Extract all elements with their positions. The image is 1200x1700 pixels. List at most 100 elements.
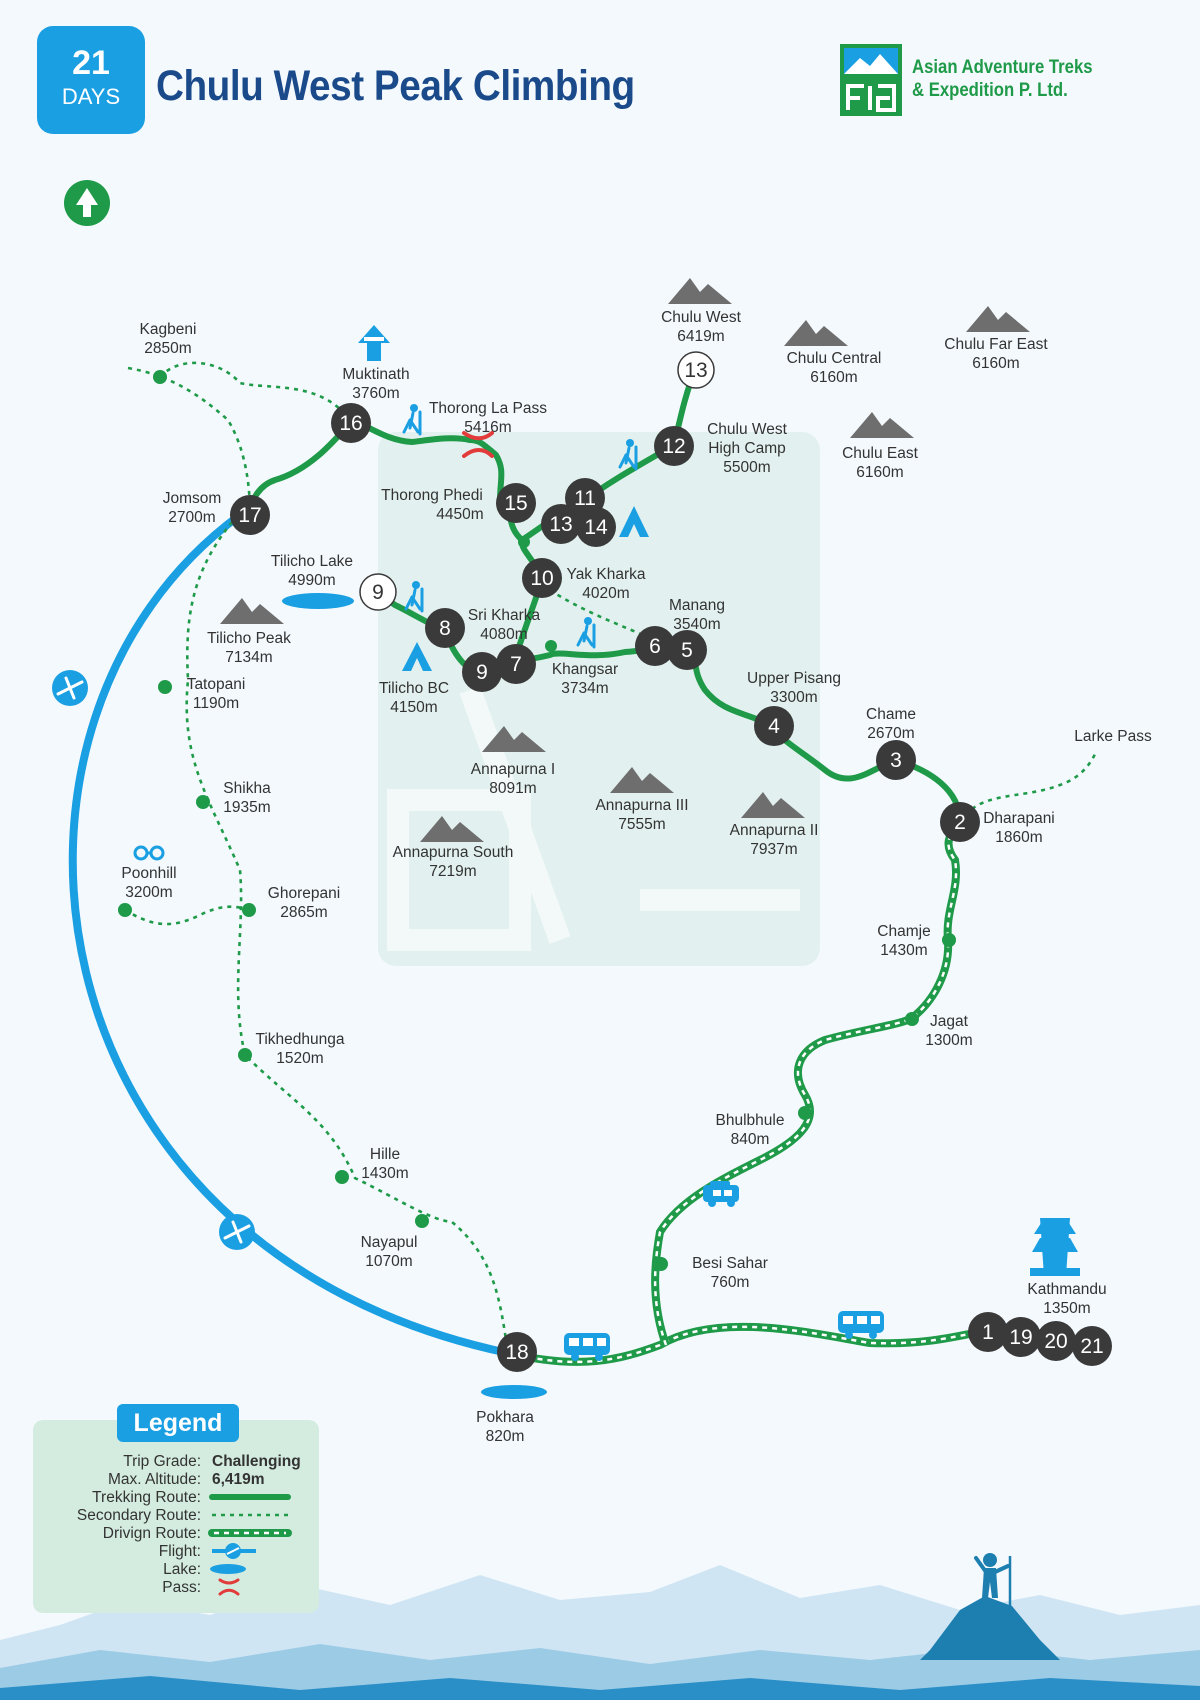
driving-route-besisahar [651, 819, 964, 1347]
tent-icon-tilicho-bc [402, 642, 432, 671]
hiker-icon-khangsar [576, 617, 596, 649]
svg-text:19: 19 [1009, 1326, 1032, 1349]
stop-marker-20: 20 [1036, 1321, 1076, 1361]
legend-secondary-route-label: Secondary Route: [77, 1507, 201, 1524]
days-number: 21 [72, 44, 110, 82]
legend-max-altitude-label: Max. Altitude: [108, 1471, 201, 1488]
legend-items: Trip Grade: Challenging Max. Altitude: 6… [77, 1453, 301, 1596]
legend-pass-label: Pass: [162, 1579, 201, 1596]
company-logo [840, 44, 902, 116]
mountain-icon-tilicho-peak [220, 598, 284, 624]
climber-figure-icon [974, 1553, 1012, 1606]
temple-icon-kathmandu [1030, 1218, 1080, 1276]
summit-rock [920, 1596, 1060, 1660]
hiker-icon-tilicho [404, 581, 424, 613]
stop-marker-7: 7 [496, 644, 536, 684]
svg-text:21: 21 [1080, 1335, 1103, 1358]
watermark-logo [378, 432, 820, 966]
secondary-route-kagbeni-jomsom [127, 366, 252, 516]
stop-marker-3: 3 [876, 740, 916, 780]
stop-marker-18: 18 [497, 1332, 537, 1372]
svg-text:10: 10 [530, 567, 553, 590]
legend-trip-grade-value: Challenging [212, 1453, 301, 1470]
svg-text:11: 11 [574, 487, 596, 510]
svg-text:18: 18 [505, 1341, 528, 1364]
stop-marker-15: 15 [496, 483, 536, 523]
stop-marker-16: 16 [331, 403, 371, 443]
waypoint-nayapul [415, 1214, 429, 1228]
binoculars-icon-poonhill [133, 845, 165, 861]
stop-marker-4: 4 [754, 706, 794, 746]
mountain-icon-chulu-far-east [966, 306, 1030, 332]
svg-text:8: 8 [439, 617, 451, 640]
waypoint-kagbeni [153, 370, 167, 384]
waypoint-jagat [905, 1012, 919, 1026]
stop-marker-21: 21 [1072, 1326, 1112, 1366]
stop-marker-5: 5 [667, 630, 707, 670]
legend-flight-label: Flight: [159, 1543, 201, 1560]
page-title: Chulu West Peak Climbing [156, 62, 635, 110]
waypoint-tikhedhunga [238, 1048, 252, 1062]
waypoint-khangsar [545, 640, 557, 652]
svg-text:14: 14 [584, 516, 608, 539]
svg-text:12: 12 [662, 435, 685, 458]
jeep-icon-besi-sahar [703, 1181, 739, 1207]
stop-marker-13-summit: 13 [677, 351, 715, 389]
stop-marker-10: 10 [522, 558, 562, 598]
company-name: Asian Adventure Treks & Expedition P. Lt… [912, 56, 1093, 102]
svg-text:15: 15 [504, 492, 527, 515]
secondary-route-larke-pass [958, 751, 1098, 823]
secondary-route-kagbeni-muktinath [159, 361, 352, 421]
waypoint-junction [518, 536, 530, 548]
secondary-route-jomsom-pokhara [185, 514, 510, 1354]
svg-text:13: 13 [549, 513, 572, 536]
days-badge: 21 DAYS [37, 26, 145, 134]
stop-marker-12: 12 [654, 426, 694, 466]
bus-icon-pokhara [564, 1333, 610, 1361]
svg-text:3: 3 [890, 749, 902, 772]
stop-marker-2: 2 [940, 802, 980, 842]
legend-flight-icon [212, 1543, 256, 1559]
svg-text:17: 17 [238, 504, 261, 527]
watermark-logo-lines [387, 686, 800, 951]
secondary-route-poonhill [124, 905, 249, 926]
svg-text:9: 9 [476, 661, 488, 684]
waypoint-shikha [196, 795, 210, 809]
legend-title: Legend [117, 1404, 239, 1442]
svg-text:9: 9 [372, 581, 384, 604]
legend-driving-route-label: Drivign Route: [103, 1525, 201, 1542]
stop-marker-9: 9 [462, 652, 502, 692]
days-unit: DAYS [61, 84, 121, 109]
flight-icon [219, 1214, 255, 1250]
legend-panel [33, 1420, 319, 1613]
stop-marker-13: 13 [541, 504, 581, 544]
stop-marker-17: 17 [230, 495, 270, 535]
mountain-icon-annapurna-i [482, 726, 546, 752]
mountain-icon-chulu-west [668, 278, 732, 304]
temple-icon-muktinath [358, 325, 390, 361]
legend-lake-label: Lake: [163, 1561, 201, 1578]
mountain-icon-annapurna-ii [741, 792, 805, 818]
